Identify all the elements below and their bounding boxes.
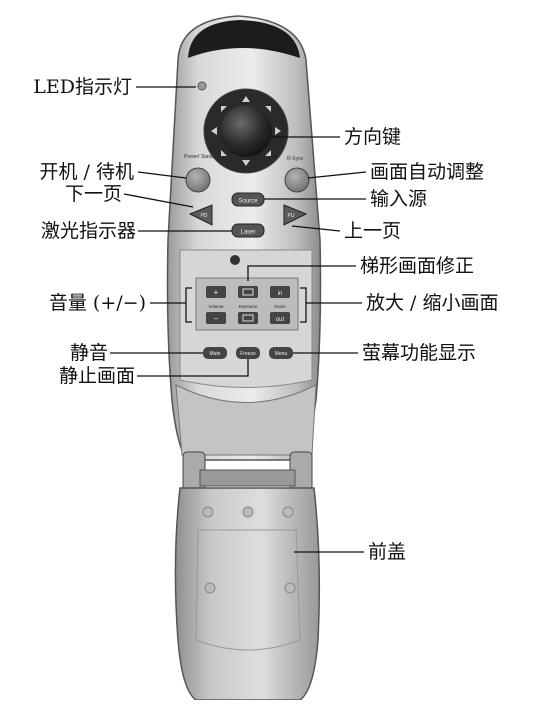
bracket-volume — [185, 287, 192, 323]
keystone-up-button[interactable] — [238, 286, 258, 298]
callout-source: 输入源 — [370, 188, 428, 210]
volume-down-label: − — [214, 314, 219, 323]
power-button[interactable] — [185, 167, 211, 193]
keystone-down-icon — [242, 314, 254, 322]
laser-button-label: Laser — [240, 230, 255, 236]
volume-up-label: + — [214, 288, 219, 297]
direction-arrows — [211, 96, 281, 166]
ir-sensor-cap — [188, 20, 300, 58]
zoom-in-label: in — [278, 291, 283, 297]
leader-power — [137, 171, 187, 179]
leader-keystone — [247, 265, 356, 281]
page-down-button[interactable] — [188, 204, 213, 226]
control-grid: + − Volume Keystone in out Zoom — [206, 286, 290, 324]
page-up-button[interactable] — [283, 204, 308, 226]
power-button-label: Power/ Standby — [184, 154, 220, 160]
cover-screw-1 — [202, 506, 214, 518]
callout-volume: 音量 (+/−) — [48, 292, 146, 314]
keystone-label: Keystone — [239, 304, 258, 309]
cover-screw-2 — [242, 506, 254, 518]
callout-mute: 静音 — [69, 342, 108, 364]
volume-up-button[interactable] — [206, 286, 226, 298]
arrow-downleft-icon — [221, 150, 227, 156]
cover-screw-5 — [284, 582, 296, 594]
callout-laser: 激光指示器 — [40, 220, 136, 242]
lower-shell — [175, 384, 317, 456]
keystone-up-icon — [242, 288, 254, 296]
direction-pad-ball[interactable] — [220, 105, 272, 157]
zoom-in-button[interactable] — [270, 286, 290, 298]
menu-button-label: Menu — [275, 351, 288, 357]
resync-button-label: R-Sync — [287, 156, 304, 162]
cover-screw-4 — [204, 582, 216, 594]
arrow-downright-icon — [265, 150, 271, 156]
callout-cover: 前盖 — [368, 541, 407, 563]
callout-pgup: 上一页 — [344, 220, 402, 242]
volume-down-button[interactable] — [206, 312, 226, 324]
page-down-label: PD — [201, 213, 208, 219]
keystone-down-button[interactable] — [238, 312, 258, 324]
zoom-label: Zoom — [274, 304, 286, 309]
panel-dot — [230, 255, 240, 265]
menu-button[interactable] — [269, 347, 293, 359]
arrow-up-icon — [242, 96, 250, 102]
led-indicator — [197, 81, 207, 91]
callout-pgdn: 下一页 — [64, 183, 122, 205]
callout-menu: 萤幕功能显示 — [362, 342, 477, 364]
callout-power: 开机 / 待机 — [39, 161, 134, 183]
callout-keystone: 梯形画面修正 — [360, 255, 475, 277]
callout-resync: 画面自动调整 — [370, 161, 485, 183]
page-up-label: PU — [288, 213, 295, 219]
arrow-upright-icon — [265, 106, 271, 112]
leader-pgup — [291, 225, 341, 232]
callout-zoom: 放大 / 缩小画面 — [366, 292, 499, 314]
cover-screw-3 — [282, 506, 294, 518]
leader-pgdn — [123, 193, 194, 208]
arrow-down-icon — [242, 160, 250, 166]
callout-freeze: 静止画面 — [58, 365, 135, 387]
freeze-button-label: Freeze — [240, 351, 256, 357]
resync-button[interactable] — [284, 167, 310, 193]
callout-direction: 方向键 — [344, 126, 402, 148]
cover-inner-panel — [195, 529, 301, 651]
zoom-out-button[interactable] — [270, 312, 290, 324]
mute-button-label: Mute — [209, 351, 220, 357]
leader-lines — [110, 86, 367, 553]
hinge-bar — [199, 469, 296, 487]
leader-freeze — [137, 359, 249, 377]
mute-button[interactable] — [203, 347, 227, 359]
volume-label: Volume — [208, 304, 224, 309]
leader-resync — [307, 171, 367, 179]
zoom-out-label: out — [276, 317, 285, 323]
callout-led: LED指示灯 — [33, 76, 132, 98]
arrow-upleft-icon — [221, 106, 227, 112]
arrow-left-icon — [211, 127, 217, 135]
arrow-right-icon — [275, 127, 281, 135]
source-button-label: Source — [238, 199, 258, 205]
bracket-zoom — [300, 287, 307, 323]
freeze-button[interactable] — [236, 347, 260, 359]
